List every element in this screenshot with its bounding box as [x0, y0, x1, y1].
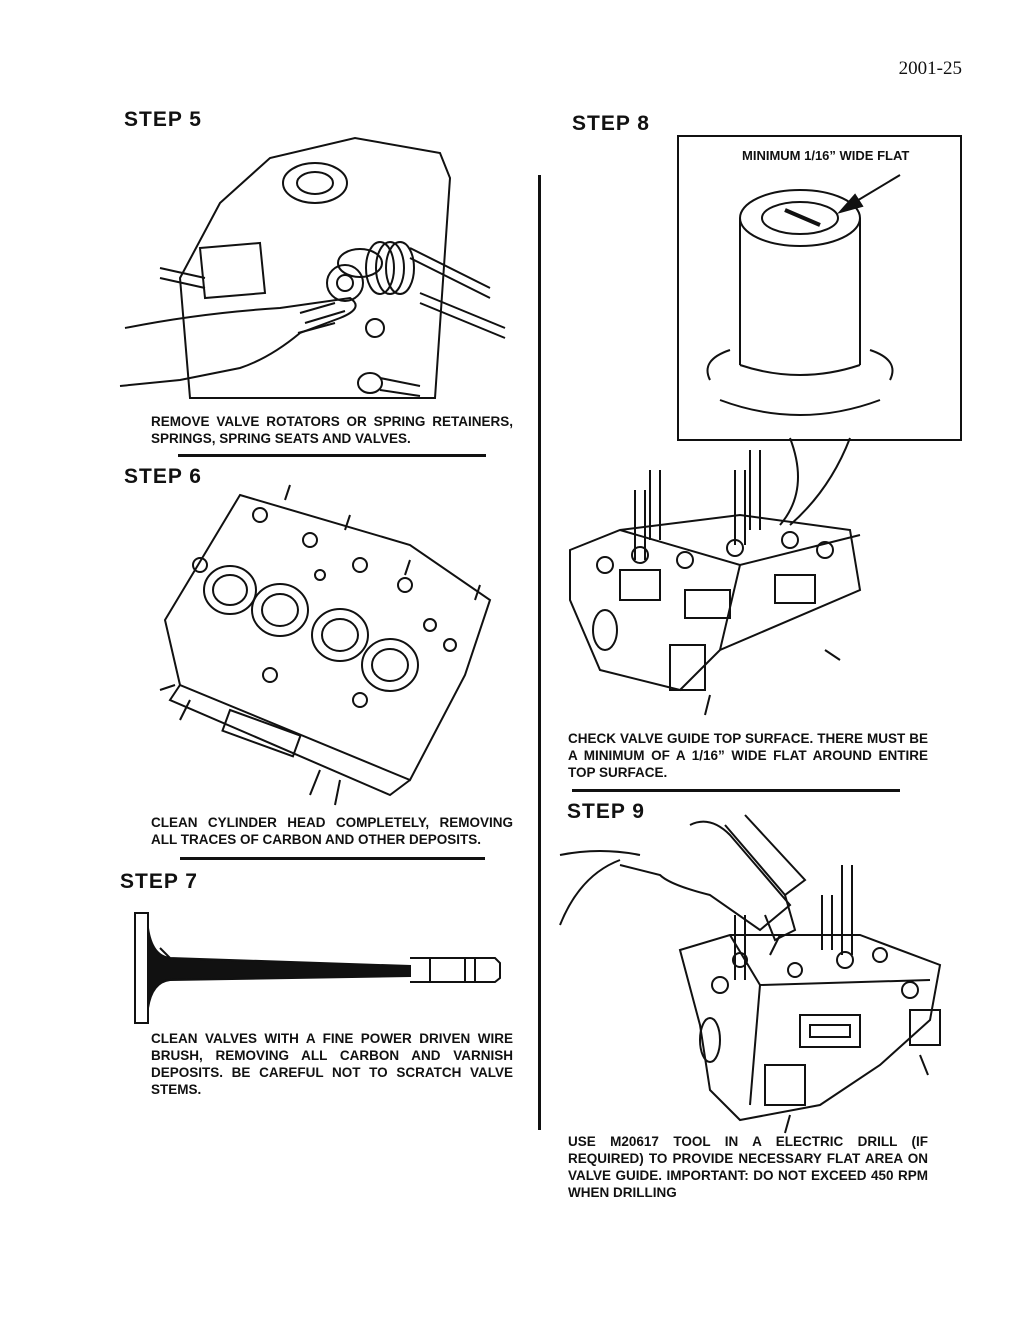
step6-caption: CLEAN CYLINDER HEAD COMPLETELY, REMOVING… [151, 815, 513, 847]
column-divider [538, 175, 541, 1130]
step9-title: STEP 9 [567, 800, 645, 823]
step5-illustration [120, 118, 510, 408]
step6-illustration [160, 485, 500, 805]
step8-detail-box [677, 135, 962, 441]
step5-title: STEP 5 [124, 108, 202, 131]
step5-rule [178, 454, 486, 457]
step8-caption: CHECK VALVE GUIDE TOP SURFACE. THERE MUS… [568, 731, 928, 780]
step9-illustration [560, 815, 960, 1145]
step5-caption: REMOVE VALVE ROTATORS OR SPRING RETAINER… [151, 414, 513, 446]
page-number: 2001-25 [898, 58, 962, 79]
step7-caption: CLEAN VALVES WITH A FINE POWER DRIVEN WI… [151, 1031, 513, 1097]
step8-title: STEP 8 [572, 112, 650, 135]
step8-rule [572, 789, 900, 792]
step6-title: STEP 6 [124, 465, 202, 488]
step7-illustration [130, 908, 510, 1028]
step7-title: STEP 7 [120, 870, 198, 893]
step8-callout-label: MINIMUM 1/16” WIDE FLAT [742, 148, 910, 163]
step6-rule [180, 857, 485, 860]
step9-caption: USE M20617 TOOL IN A ELECTRIC DRILL (IF … [568, 1134, 928, 1200]
step8-illustration [560, 170, 960, 730]
